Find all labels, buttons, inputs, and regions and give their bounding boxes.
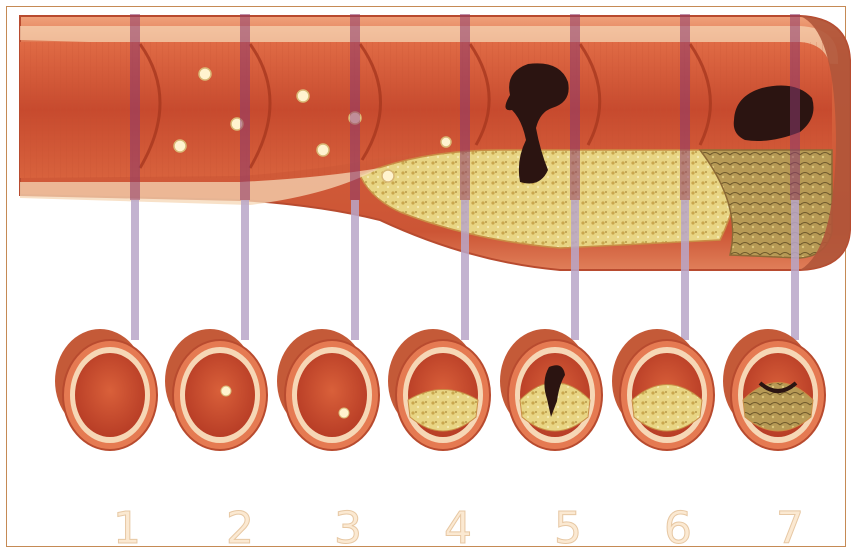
artery-cross-section-4 — [388, 329, 490, 450]
artery-cross-section-6 — [612, 329, 714, 450]
stage-marker-line-4 — [460, 14, 470, 340]
stage-marker-line-7 — [790, 14, 800, 340]
artery-longitudinal-section — [20, 16, 850, 270]
stage-marker-line-1 — [130, 14, 140, 340]
stage-marker-line-6 — [680, 14, 690, 340]
stage-marker-line-3 — [350, 14, 360, 340]
artery-cross-section-3 — [277, 329, 379, 450]
stage-number-1: 1 — [113, 503, 141, 554]
stage-number-2: 2 — [226, 503, 254, 554]
cross-sections — [55, 329, 825, 450]
stage-marker-line-2 — [240, 14, 250, 340]
stage-number-3: 3 — [334, 503, 362, 554]
stage-numbers: 1 2 3 4 5 6 7 — [113, 503, 804, 554]
artery-cross-section-7 — [723, 329, 825, 450]
artery-cross-section-2 — [165, 329, 267, 450]
stage-number-4: 4 — [444, 503, 472, 554]
stage-number-6: 6 — [664, 503, 692, 554]
stage-marker-line-5 — [570, 14, 580, 340]
stage-number-5: 5 — [554, 503, 582, 554]
artery-cross-section-1 — [55, 329, 157, 450]
artery-cross-section-5 — [500, 329, 602, 450]
stage-number-7: 7 — [776, 503, 804, 554]
